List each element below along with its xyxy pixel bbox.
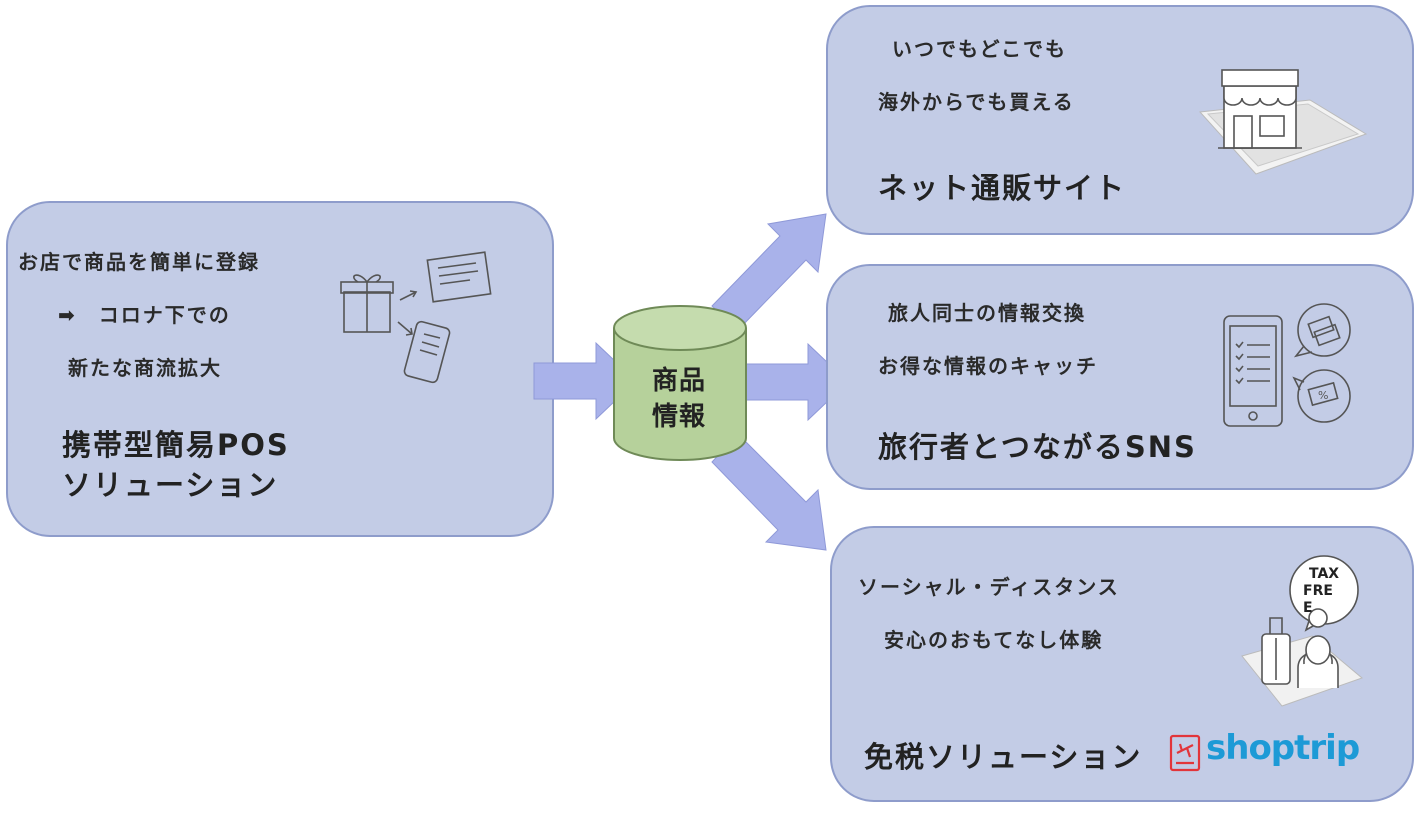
sns-box bbox=[826, 264, 1414, 490]
tax-badge-line-3: E bbox=[1303, 600, 1313, 616]
traveler-tax-free-icon bbox=[1241, 555, 1363, 707]
pos-line-3: 新たな商流拡大 bbox=[68, 356, 222, 380]
tax-badge-line-2: FRE bbox=[1303, 583, 1333, 599]
tax-free-title: 免税ソリューション bbox=[864, 740, 1143, 774]
pos-line-2: ➡ コロナ下での bbox=[58, 303, 231, 327]
product-database-icon bbox=[613, 305, 747, 461]
shoptrip-logo-text: shoptrip bbox=[1206, 728, 1360, 768]
tax-free-line-1: ソーシャル・ディスタンス bbox=[858, 575, 1120, 599]
sns-title: 旅行者とつながるSNS bbox=[878, 430, 1197, 464]
sns-line-1: 旅人同士の情報交換 bbox=[888, 301, 1086, 325]
pos-line-1: お店で商品を簡単に登録 bbox=[18, 250, 260, 274]
sns-line-2: お得な情報のキャッチ bbox=[878, 354, 1098, 378]
center-label-2: 情報 bbox=[652, 402, 707, 432]
center-label-1: 商品 bbox=[652, 366, 707, 396]
online-store-icon bbox=[1198, 69, 1368, 175]
tax-free-line-2: 安心のおもてなし体験 bbox=[884, 628, 1104, 652]
gift-to-devices-icon bbox=[340, 251, 492, 384]
pos-title-1: 携帯型簡易POS bbox=[62, 428, 290, 462]
ec-line-1: いつでもどこでも bbox=[892, 37, 1067, 61]
shoptrip-logo-icon bbox=[1169, 734, 1201, 772]
svg-text:%: % bbox=[1318, 389, 1328, 402]
pos-solution-box bbox=[6, 201, 554, 537]
tax-badge-line-1: TAX bbox=[1309, 566, 1340, 582]
ec-title: ネット通販サイト bbox=[878, 171, 1127, 205]
smartphone-checklist-icon: % bbox=[1223, 303, 1351, 427]
pos-title-2: ソリューション bbox=[62, 468, 279, 502]
ec-line-2: 海外からでも買える bbox=[878, 90, 1075, 114]
